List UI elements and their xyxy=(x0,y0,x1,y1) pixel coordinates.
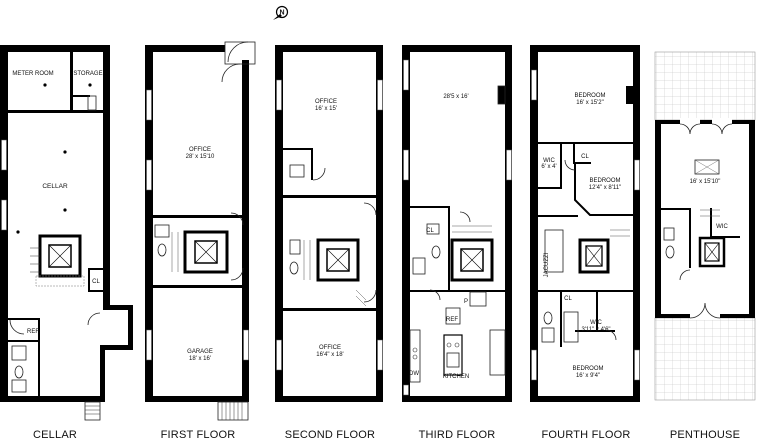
penthouse-wic-label: WIC xyxy=(716,224,728,230)
fourth-wic1-dim: 6' x 4' xyxy=(541,164,556,170)
fourth-wic1-label: WIC xyxy=(543,158,555,164)
third-main-room-dim: 28'5 x 16' xyxy=(443,94,468,100)
first-floor-title: FIRST FLOOR xyxy=(161,429,236,441)
fourth-bedroom2-label: BEDROOM xyxy=(589,178,620,184)
second-office-top-dim: 16' x 15' xyxy=(315,106,337,112)
compass-north-icon: N xyxy=(273,5,289,20)
fourth-bedroom3-dim: 16' x 9'4" xyxy=(576,373,600,379)
fourth-floor-title: FOURTH FLOOR xyxy=(542,429,631,441)
first-garage-label: GARAGE xyxy=(187,349,213,355)
second-office-top-label: OFFICE xyxy=(315,99,337,105)
third-pantry-label: P xyxy=(464,299,468,305)
cellar-ref-label: REF xyxy=(27,329,39,335)
first-office-dim: 28' x 15'10 xyxy=(186,154,215,160)
penthouse-plan: 16' x 15'10" WIC xyxy=(654,51,756,401)
cellar-storage-label: STORAGE xyxy=(73,71,102,77)
second-floor-plan: OFFICE 16' x 15' OFFICE 16'4" x 18' xyxy=(275,45,383,402)
second-office-bottom-dim: 16'4" x 18' xyxy=(316,352,343,358)
first-floor-plan: OFFICE 28' x 15'10 GARAGE 18' x 16' xyxy=(145,41,256,421)
third-ref-label: REF xyxy=(446,317,458,323)
third-kitchen-label: KITCHEN xyxy=(443,374,469,380)
fourth-wic2-dim: 3'11" x 4'6" xyxy=(581,327,610,333)
second-floor-title: SECOND FLOOR xyxy=(285,429,375,441)
fourth-bedroom1-label: BEDROOM xyxy=(574,93,605,99)
first-office-label: OFFICE xyxy=(189,147,211,153)
roof-deck-bottom xyxy=(654,317,756,401)
cellar-plan: METER ROOM STORAGE CELLAR CL REF xyxy=(0,45,133,421)
third-floor-title: THIRD FLOOR xyxy=(419,429,496,441)
first-garage-dim: 18' x 16' xyxy=(189,356,211,362)
fourth-jacuzzi-label: JACUZZI xyxy=(544,252,550,277)
penthouse-main-dim: 16' x 15'10" xyxy=(690,179,721,185)
fourth-bedroom1-dim: 16' x 15'2" xyxy=(576,100,603,106)
second-office-bottom-label: OFFICE xyxy=(319,345,341,351)
penthouse-title: PENTHOUSE xyxy=(670,429,740,441)
third-closet-label: CL xyxy=(426,228,434,234)
roof-deck-top xyxy=(654,51,756,121)
cellar-meter-room-label: METER ROOM xyxy=(12,71,53,77)
cellar-cellar-label: CELLAR xyxy=(42,183,68,190)
fourth-closet2-label: CL xyxy=(564,296,572,302)
cellar-closet-label: CL xyxy=(92,279,100,285)
third-floor-plan: 28'5 x 16' CL P REF DW KITCHEN xyxy=(402,45,512,402)
fourth-closet1-label: CL xyxy=(581,154,589,160)
cellar-title: CELLAR xyxy=(33,429,77,441)
fourth-wic2-label: WIC xyxy=(590,320,602,326)
fourth-bedroom2-dim: 12'4" x 8'11" xyxy=(589,185,621,191)
fourth-floor-plan: BEDROOM 16' x 15'2" WIC 6' x 4' CL BEDRO… xyxy=(530,45,640,402)
fourth-bedroom3-label: BEDROOM xyxy=(572,366,603,372)
compass-label: N xyxy=(279,10,284,17)
third-dishwasher-label: DW xyxy=(409,371,419,377)
